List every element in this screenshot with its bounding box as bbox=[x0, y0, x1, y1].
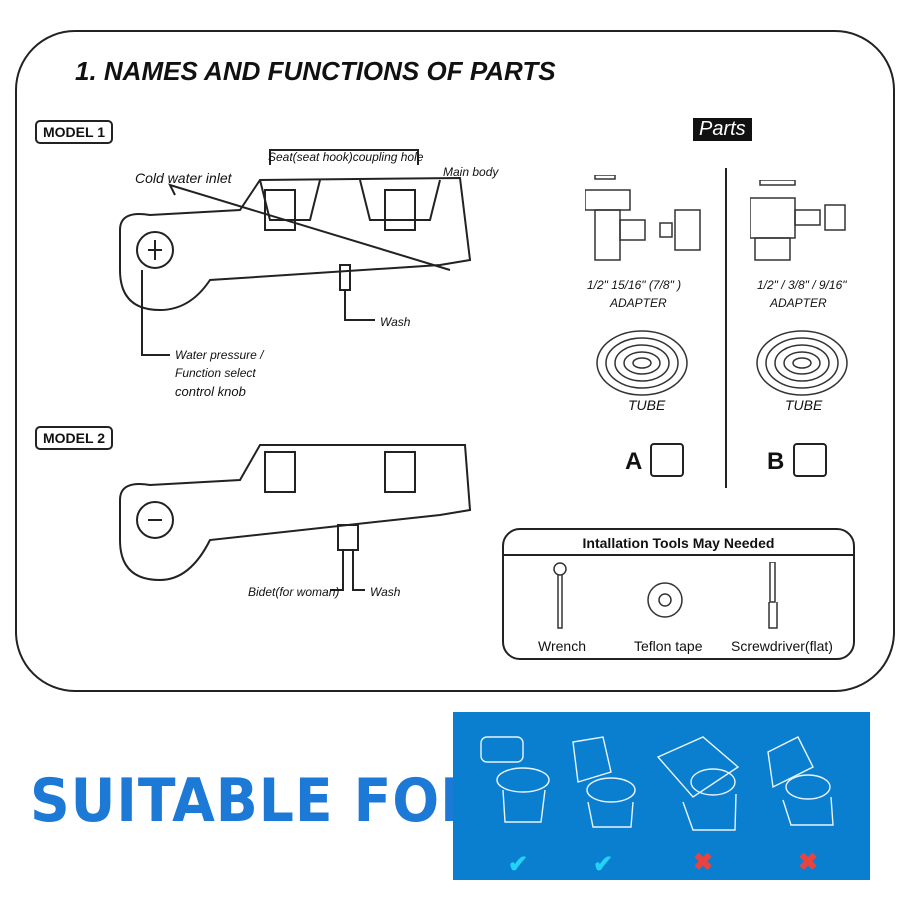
adapter-b-icon bbox=[750, 180, 846, 261]
model-1-label: MODEL 1 bbox=[35, 120, 113, 144]
label-seat-coupling-hole: Seat(seat hook)coupling hole bbox=[268, 150, 424, 164]
page-title: 1. NAMES AND FUNCTIONS OF PARTS bbox=[75, 56, 556, 86]
label-knob-3: control knob bbox=[175, 384, 246, 399]
adapter-a-icon bbox=[585, 175, 701, 261]
kit-a-sizes: 1/2" 15/16" (7/8" ) bbox=[587, 278, 682, 292]
suitable-for-heading: SUITABLE FOR bbox=[30, 766, 484, 836]
label-knob-2: Function select bbox=[175, 366, 256, 380]
option-a-letter: A bbox=[625, 448, 643, 475]
tool-screwdriver-label: Screwdriver(flat) bbox=[731, 638, 833, 654]
tools-heading: Intallation Tools May Needed bbox=[504, 530, 853, 556]
skirted-toilet-icon bbox=[767, 736, 834, 826]
parts-heading: Parts bbox=[693, 118, 752, 141]
kit-a-adapter: ADAPTER bbox=[610, 296, 667, 310]
tool-wrench-label: Wrench bbox=[538, 638, 586, 654]
option-a-checkbox[interactable] bbox=[650, 443, 684, 477]
screwdriver-icon bbox=[768, 562, 778, 629]
option-b-checkbox[interactable] bbox=[793, 443, 827, 477]
toilet-compatibility-panel: ✔ ✔ ✖ ✖ bbox=[453, 712, 870, 880]
label-bidet: Bidet(for woman) bbox=[248, 585, 340, 599]
smart-toilet-icon bbox=[656, 736, 740, 831]
label-wash: Wash bbox=[380, 315, 411, 329]
kit-b-adapter: ADAPTER bbox=[770, 296, 827, 310]
model-2-device-drawing bbox=[119, 444, 472, 591]
label-main-body: Main body bbox=[443, 165, 499, 179]
option-b-letter: B bbox=[767, 448, 785, 475]
diagram-frame bbox=[15, 30, 895, 692]
label-knob-1: Water pressure / bbox=[175, 348, 264, 362]
tube-a-icon bbox=[596, 330, 688, 396]
model-1-device-drawing bbox=[119, 149, 472, 356]
tube-a-label: TUBE bbox=[628, 397, 666, 413]
teflon-tape-icon bbox=[647, 582, 683, 618]
wrench-icon bbox=[553, 562, 567, 629]
tool-teflon-label: Teflon tape bbox=[634, 638, 703, 654]
tube-b-icon bbox=[756, 330, 848, 396]
check-icon: ✔ bbox=[508, 851, 529, 878]
tube-b-label: TUBE bbox=[785, 397, 823, 413]
label-wash-2: Wash bbox=[370, 585, 401, 599]
cross-icon: ✖ bbox=[798, 849, 819, 876]
check-icon: ✔ bbox=[593, 851, 614, 878]
one-piece-toilet-icon bbox=[572, 736, 636, 828]
two-piece-toilet-icon bbox=[480, 736, 550, 823]
kit-b-sizes: 1/2" / 3/8" / 9/16" bbox=[757, 278, 847, 292]
model-2-label: MODEL 2 bbox=[35, 426, 113, 450]
cross-icon: ✖ bbox=[693, 849, 714, 876]
tools-box: Intallation Tools May Needed bbox=[502, 528, 855, 660]
label-cold-water-inlet: Cold water inlet bbox=[135, 170, 232, 186]
parts-divider bbox=[725, 168, 727, 488]
